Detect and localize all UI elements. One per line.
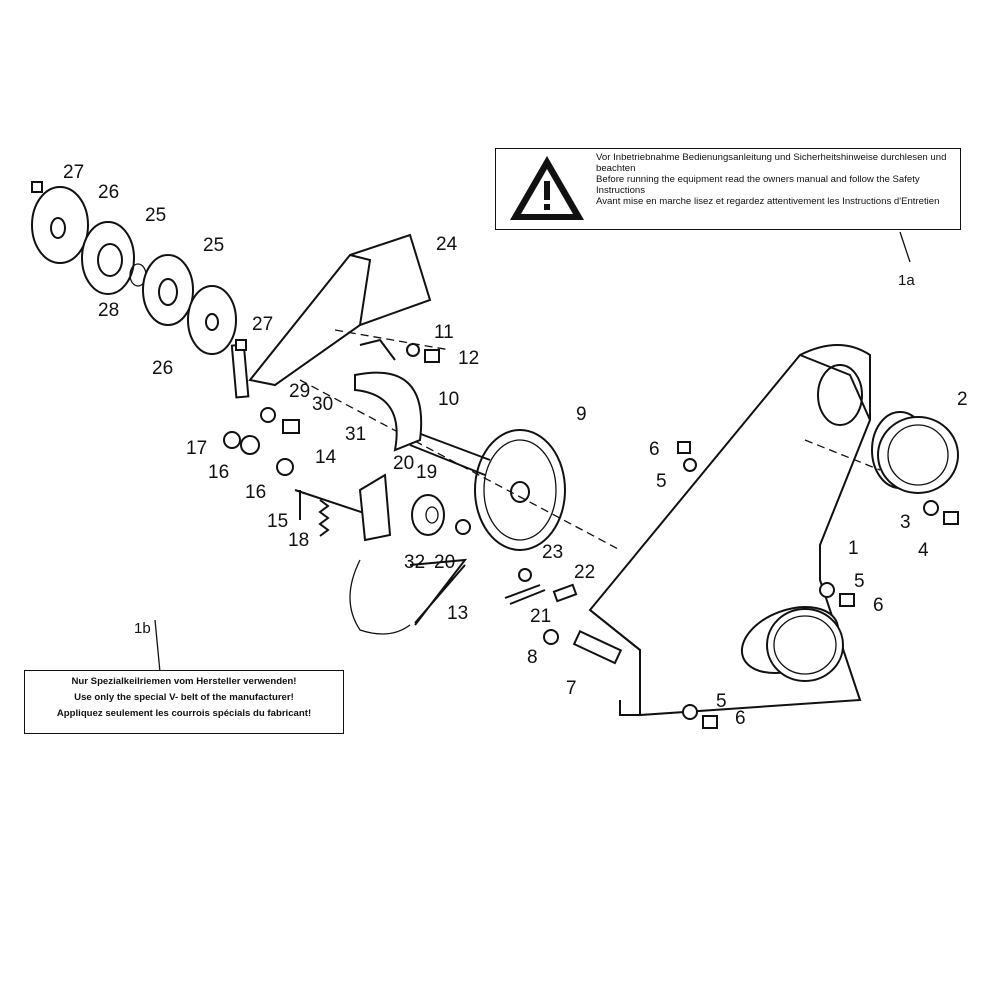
callout: 21: [530, 606, 551, 627]
callout: 20: [393, 453, 414, 474]
fasteners: [260, 343, 959, 729]
callout: 6: [649, 439, 660, 460]
callout: 5: [656, 471, 667, 492]
cap-part-2: [804, 411, 959, 494]
callout: 16: [245, 482, 266, 503]
callout: 1: [848, 538, 859, 559]
frame-part-1: [588, 344, 871, 717]
callout: 22: [574, 562, 595, 583]
callout: 27: [252, 314, 273, 335]
guard-part-10: [354, 338, 423, 452]
callout: 25: [203, 235, 224, 256]
warning-text-fr: Avant mise en marche lisez et regardez a…: [596, 196, 940, 208]
belt-text-fr: Appliquez seulement les courrois spécial…: [56, 708, 312, 719]
warning-triangle-icon: [510, 156, 584, 220]
pulley-part-9: [299, 379, 621, 551]
callout: 11: [434, 322, 454, 343]
tensioner-assembly: [223, 431, 471, 635]
callout: 6: [735, 708, 746, 729]
v-belt-label: Nur Spezialkeilriemen vom Hersteller ver…: [24, 670, 344, 734]
callout: 25: [145, 205, 166, 226]
callout: 5: [716, 691, 727, 712]
callout-1a: 1a: [898, 272, 915, 289]
callout: 10: [438, 389, 459, 410]
callout: 13: [447, 603, 468, 624]
callout: 16: [208, 462, 229, 483]
disc-assembly: [31, 181, 247, 355]
callout: 31: [345, 424, 366, 445]
callout: 26: [152, 358, 173, 379]
callout: 23: [542, 542, 563, 563]
callout: 8: [527, 647, 538, 668]
callout: 4: [918, 540, 929, 561]
callout: 7: [566, 678, 577, 699]
callout: 26: [98, 182, 119, 203]
callout: 15: [267, 511, 288, 532]
belt-text-en: Use only the special V- belt of the manu…: [74, 692, 294, 703]
callout-1b: 1b: [134, 620, 151, 637]
callout: 6: [873, 595, 884, 616]
callout: 20: [434, 552, 455, 573]
callout: 12: [458, 348, 479, 369]
warning-text-en: Before running the equipment read the ow…: [596, 174, 920, 196]
callout-labels: 27 26 25 25 28 27 26 24 11 12 29 30 10 9…: [63, 162, 968, 729]
callout: 27: [63, 162, 84, 183]
callout: 5: [854, 571, 865, 592]
callout: 24: [436, 234, 458, 255]
bracket-part-24: [230, 233, 451, 399]
callout: 19: [416, 462, 437, 483]
callout: 30: [312, 394, 333, 415]
belt-text-de: Nur Spezialkeilriemen vom Hersteller ver…: [71, 676, 297, 687]
leader-lines: [154, 231, 911, 673]
callout: 17: [186, 438, 207, 459]
callout: 28: [98, 300, 119, 321]
callout: 3: [900, 512, 911, 533]
safety-warning-label: Vor Inbetriebnahme Bedienungsanleitung u…: [495, 148, 961, 230]
callout: 9: [576, 404, 587, 425]
callout: 29: [289, 381, 310, 402]
warning-text-de: Vor Inbetriebnahme Bedienungsanleitung u…: [596, 152, 947, 174]
callout: 18: [288, 530, 309, 551]
callout: 14: [315, 447, 337, 468]
callout: 32: [404, 552, 425, 573]
callout: 2: [957, 389, 968, 410]
